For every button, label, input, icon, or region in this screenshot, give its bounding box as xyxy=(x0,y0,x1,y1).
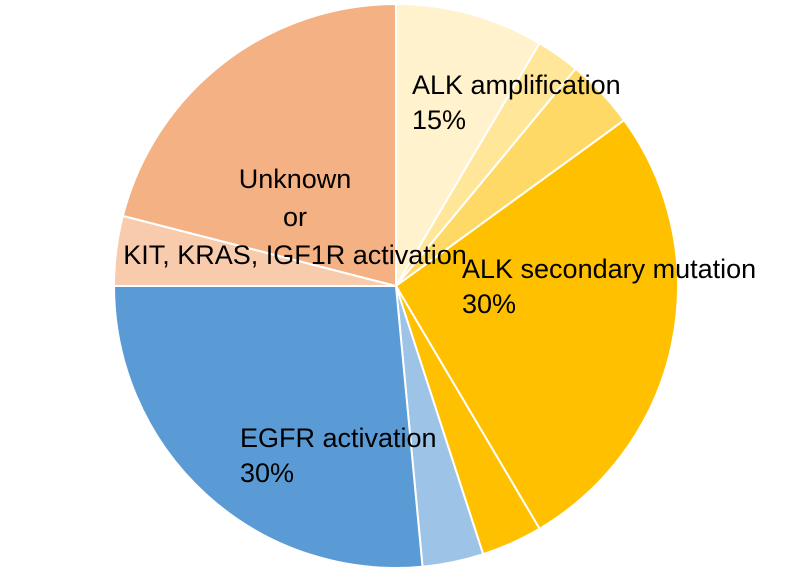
slice-value-label-alk-sec: 30% xyxy=(462,289,516,319)
slice-label-alk-amp: ALK amplification 15% xyxy=(412,70,621,135)
slice-label-text-alk-amp: ALK amplification xyxy=(412,70,621,100)
slice-label-text-egfr: EGFR activation xyxy=(240,423,437,453)
pie-slice-alk-sec-1 xyxy=(395,119,679,530)
slice-label-text-unknown: or xyxy=(283,202,307,232)
slice-label-text-alk-sec: ALK secondary mutation xyxy=(462,254,756,284)
slice-label-text-unknown: Unknown xyxy=(239,164,352,194)
slice-value-label-egfr: 30% xyxy=(240,458,294,488)
slice-label-egfr: EGFR activation 30% xyxy=(240,423,437,488)
pie-slice-egfr-2 xyxy=(113,285,424,569)
slice-value-label-alk-amp: 15% xyxy=(412,105,466,135)
pie-slice-unknown-2 xyxy=(121,3,397,287)
pie-slices xyxy=(113,3,679,569)
slice-label-text-unknown: KIT, KRAS, IGF1R activation xyxy=(123,240,467,270)
slice-labels: ALK amplification 15% ALK secondary mutati… xyxy=(123,70,756,488)
slice-label-alk-sec: ALK secondary mutation 30% xyxy=(462,254,756,319)
pie-slice-alk-amp-1 xyxy=(395,3,541,287)
